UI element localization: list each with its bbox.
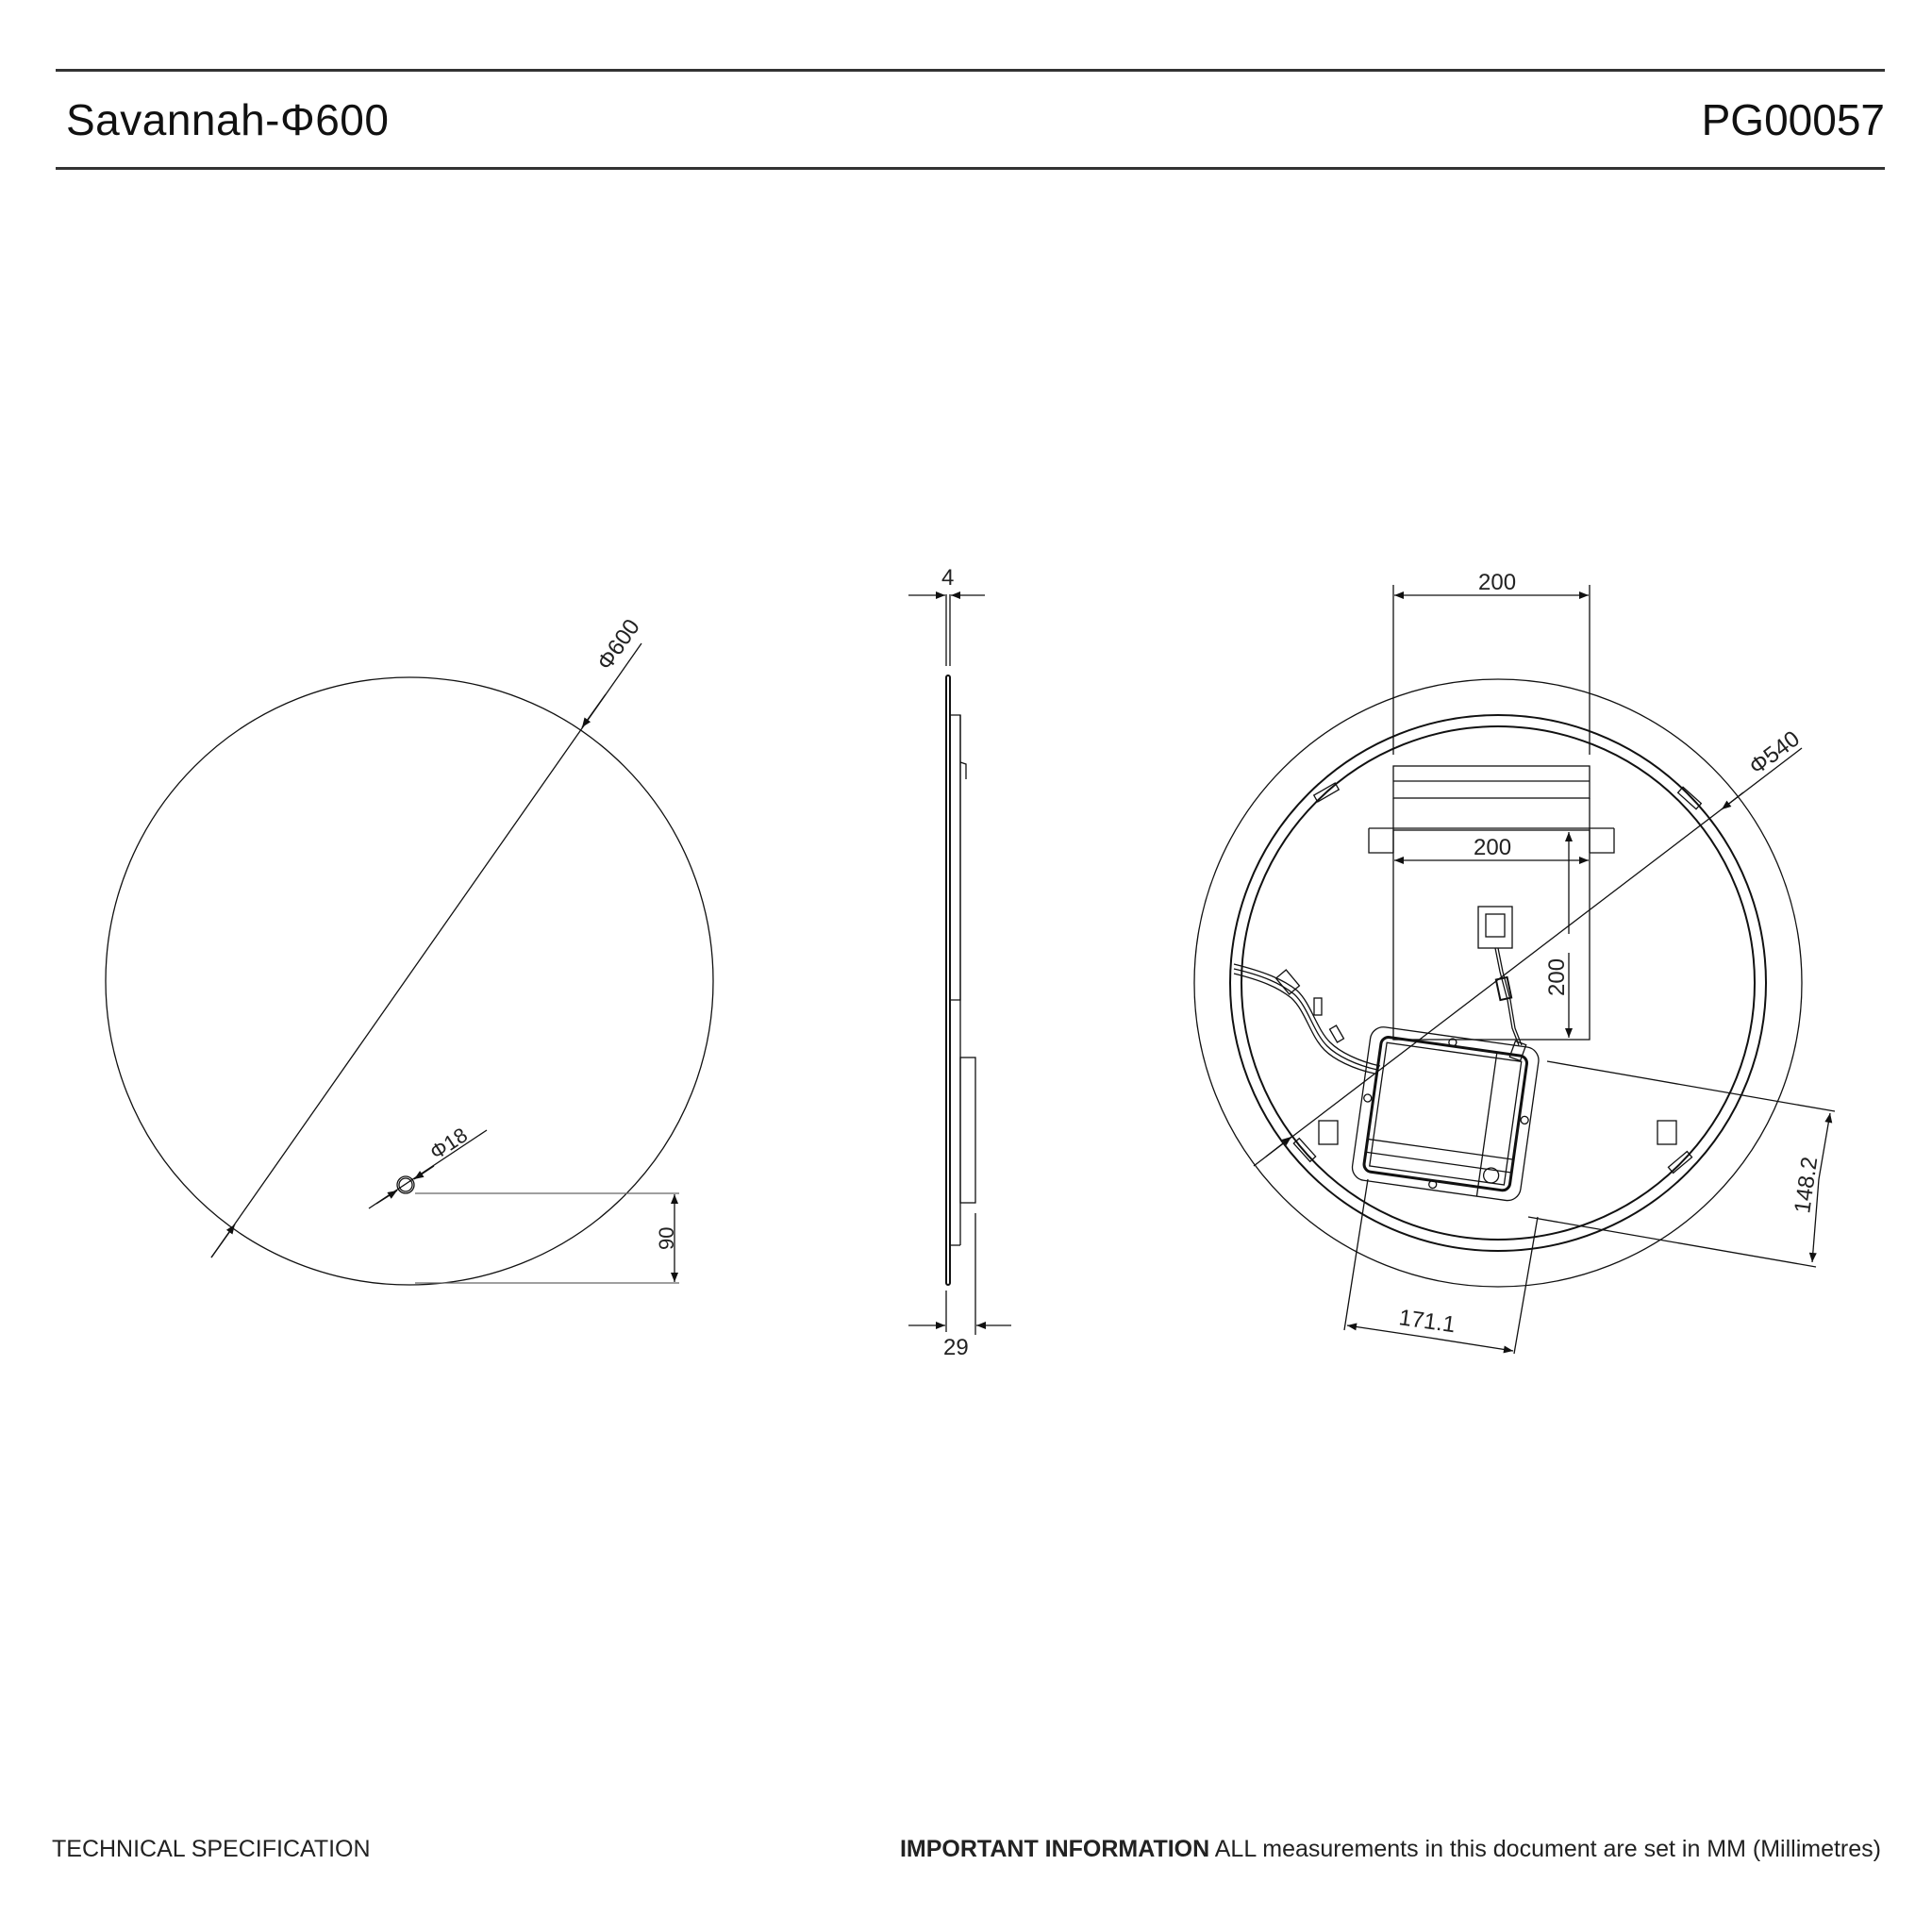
diameter-dimension-line xyxy=(210,642,642,1258)
back-plate-width-label: 200 xyxy=(1474,835,1511,860)
sensor-hole-outer xyxy=(396,1175,415,1194)
front-hole-diameter-label: Φ18 xyxy=(425,1123,472,1164)
switch-button xyxy=(1485,913,1506,938)
mirror-outline xyxy=(105,676,714,1286)
front-hole-offset-label: 90 xyxy=(655,1227,678,1250)
back-bracket-width-label: 200 xyxy=(1478,570,1516,595)
measurement-notice: IMPORTANT INFORMATION ALL measurements i… xyxy=(900,1836,1881,1863)
hanging-bracket xyxy=(1392,765,1591,799)
product-title: Savannah-Φ600 xyxy=(66,95,390,144)
side-depth-label: 29 xyxy=(943,1335,969,1360)
driver-grommet xyxy=(1482,1167,1500,1184)
back-plate-height-label: 200 xyxy=(1544,958,1570,996)
outer-glass-outline xyxy=(1193,678,1803,1288)
switch-cable xyxy=(1494,947,1520,1046)
back-view xyxy=(1193,585,1836,1355)
power-cable xyxy=(1233,963,1381,1067)
frame-outer-ring xyxy=(1229,714,1767,1252)
switch-housing xyxy=(1477,906,1513,949)
frame-inner-ring xyxy=(1241,725,1756,1241)
side-glass-thickness-label: 4 xyxy=(941,565,954,591)
mirror-frame xyxy=(950,714,961,1001)
mounting-clips xyxy=(1292,782,1703,1174)
led-driver-box xyxy=(1351,1026,1540,1202)
notice-text: ALL measurements in this document are se… xyxy=(1209,1836,1881,1862)
back-driver-height-label: 148.2 xyxy=(1790,1156,1823,1215)
front-diameter-label: Φ600 xyxy=(592,614,645,675)
sensor-hole-inner xyxy=(398,1177,413,1192)
header-bottom-rule xyxy=(56,167,1885,170)
spacer-pad-left xyxy=(1318,1120,1339,1145)
glass-pane xyxy=(945,675,951,1286)
document-type-label: TECHNICAL SPECIFICATION xyxy=(52,1836,371,1862)
mounting-plate xyxy=(1392,829,1591,1041)
front-view xyxy=(105,642,714,1286)
product-code: PG00057 xyxy=(1701,95,1885,144)
side-view xyxy=(908,591,1011,1335)
back-driver-width-label: 171.1 xyxy=(1397,1305,1457,1338)
notice-heading: IMPORTANT INFORMATION xyxy=(899,1836,1210,1862)
header-top-rule xyxy=(56,69,1885,72)
spacer-pad-right xyxy=(1657,1120,1677,1145)
back-inner-diameter-label: Φ540 xyxy=(1744,726,1805,780)
driver-box-side xyxy=(959,1057,976,1204)
